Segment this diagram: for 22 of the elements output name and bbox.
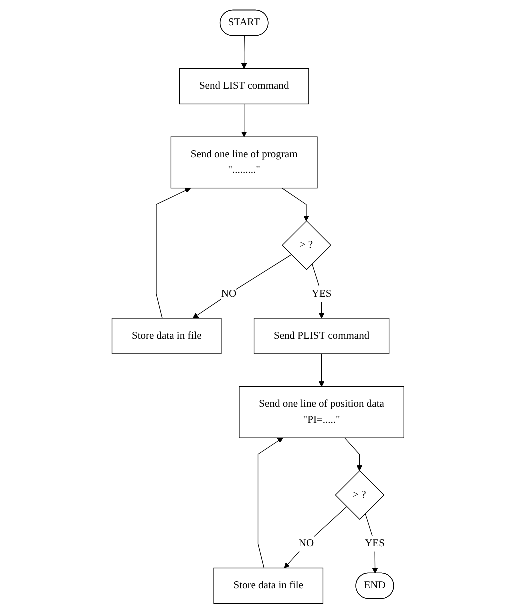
node-box: Send PLIST command	[254, 318, 390, 354]
arrow	[365, 513, 378, 574]
arrow	[282, 188, 310, 222]
arrow	[319, 354, 325, 388]
arrow	[156, 188, 192, 319]
node-box: Store data in file	[214, 568, 324, 604]
arrow	[193, 254, 292, 319]
arrow	[258, 438, 284, 569]
arrow	[344, 438, 363, 472]
node-diamond: > ?	[282, 220, 332, 270]
arrow	[242, 36, 248, 69]
edge-label: YES	[365, 538, 386, 550]
node-box: Store data in file	[112, 318, 222, 354]
arrow	[284, 506, 348, 568]
node-box: Send one line of position data "PI=....."	[239, 386, 405, 438]
node-diamond: > ?	[335, 470, 386, 520]
node-box: Send LIST command	[180, 68, 310, 105]
edge-label: NO	[222, 288, 237, 300]
node-box: Send one line of program "........."	[171, 136, 318, 189]
arrow	[242, 104, 248, 138]
edge-label: YES	[312, 288, 332, 300]
edge-label: NO	[299, 538, 314, 550]
